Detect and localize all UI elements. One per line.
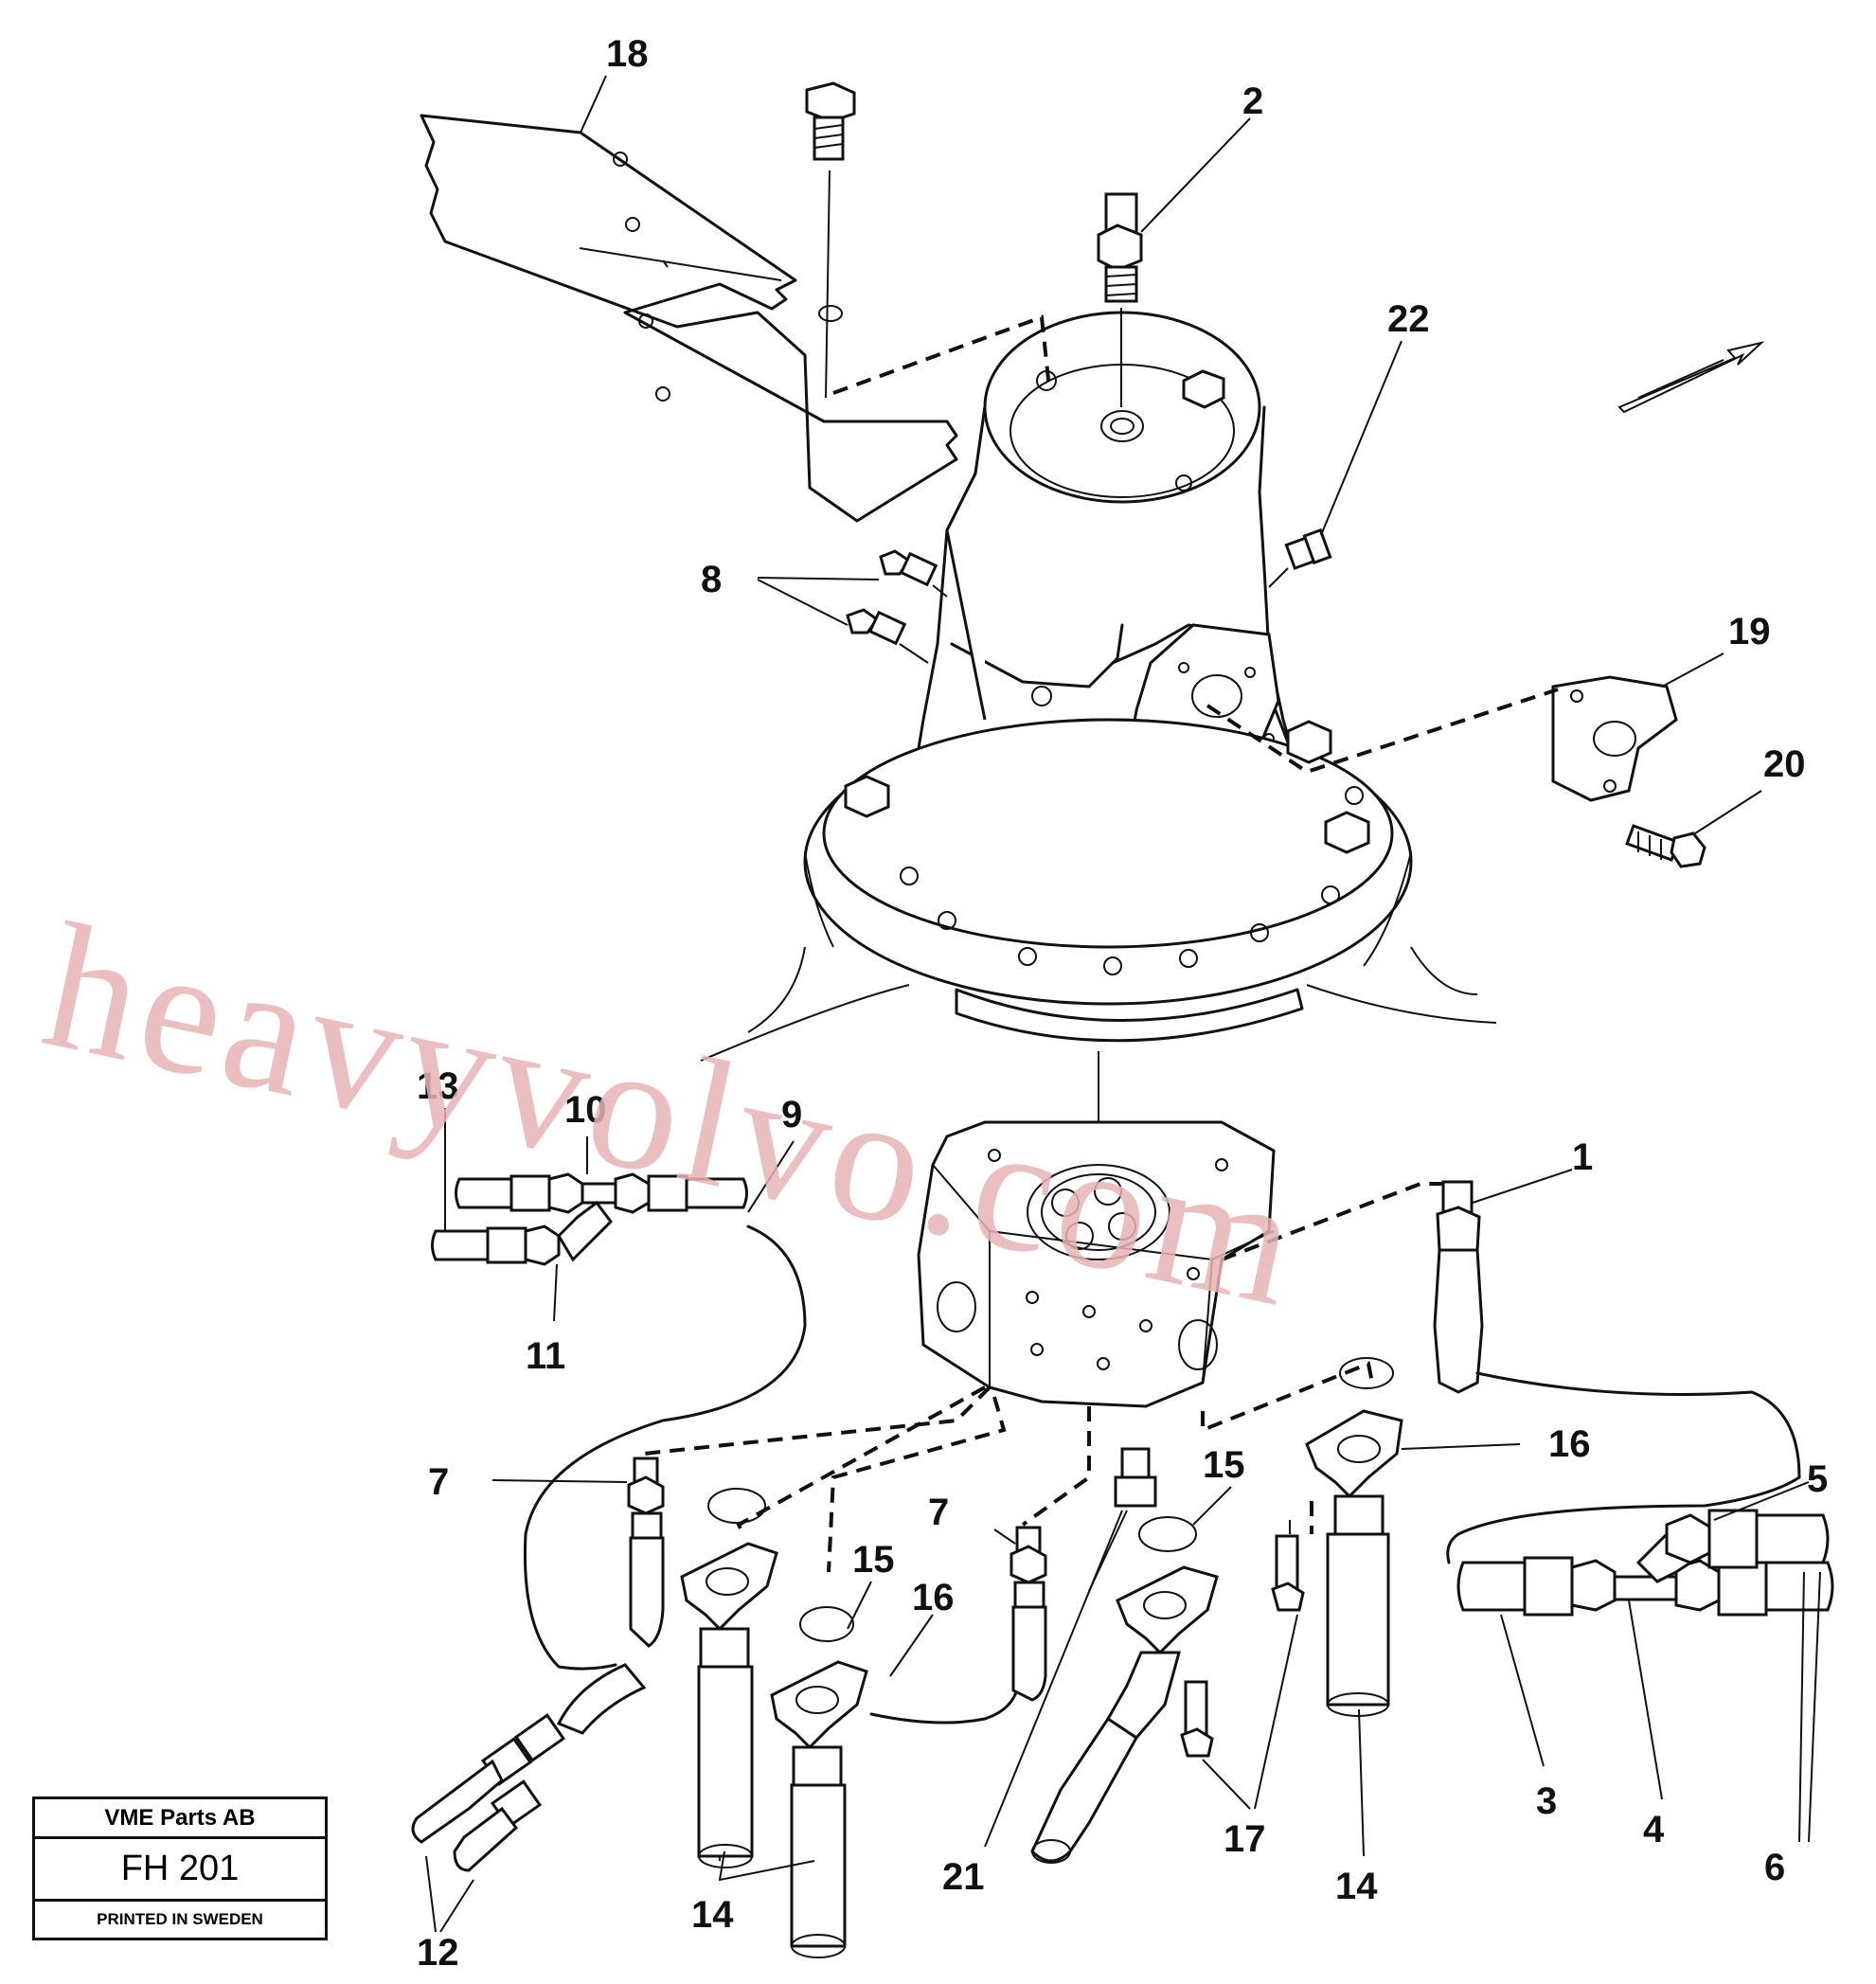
fitting-2 <box>1097 192 1143 407</box>
stamp-printed: PRINTED IN SWEDEN <box>97 1910 263 1928</box>
callout-8: 8 <box>701 559 722 600</box>
hose-7-middle <box>1009 1526 1047 1702</box>
plug-21 <box>1088 1447 1157 1592</box>
callout-10: 10 <box>564 1089 607 1131</box>
bracket-bolt <box>805 81 856 399</box>
callout-16-right: 16 <box>1548 1423 1591 1465</box>
callout-2: 2 <box>1242 80 1263 122</box>
hoses-12 <box>411 1663 647 1872</box>
callout-19: 19 <box>1728 611 1771 652</box>
direction-arrow-icon <box>1617 341 1765 414</box>
callout-3: 3 <box>1536 1780 1557 1822</box>
flange-half-19 <box>1551 675 1678 802</box>
callout-6: 6 <box>1764 1847 1785 1888</box>
title-stamp: VME Parts AB FH 201 PRINTED IN SWEDEN <box>32 1796 328 1940</box>
callout-17: 17 <box>1224 1818 1266 1860</box>
callout-15-left: 15 <box>852 1539 895 1581</box>
callout-9: 9 <box>781 1094 802 1135</box>
stamp-company: VME Parts AB <box>35 1799 325 1839</box>
callout-15-middle: 15 <box>1203 1444 1245 1486</box>
callout-7-left: 7 <box>428 1461 449 1503</box>
stamp-code: FH 201 <box>35 1839 325 1902</box>
callout-13: 13 <box>417 1065 459 1107</box>
callout-22: 22 <box>1387 298 1430 340</box>
hose-7-left <box>627 1457 665 1648</box>
callouts: 18 2 22 8 19 20 13 10 9 1 11 7 7 15 16 5… <box>417 33 1828 1974</box>
callout-18: 18 <box>606 33 649 75</box>
callout-14-right: 14 <box>1335 1866 1378 1907</box>
hose-14-left-a <box>680 1488 778 1868</box>
hose-14-left-b <box>770 1606 1020 1958</box>
callout-1: 1 <box>1572 1136 1593 1178</box>
screw-20 <box>1625 824 1706 868</box>
motor-flange <box>747 406 1478 1043</box>
callout-20: 20 <box>1763 743 1806 785</box>
swivel-joint-block <box>917 1120 1276 1408</box>
callout-5: 5 <box>1807 1458 1828 1500</box>
hose-assembly-left <box>431 1172 807 1671</box>
callout-11: 11 <box>526 1335 565 1377</box>
bracket <box>420 114 958 523</box>
hose-1 <box>1433 1180 1801 1479</box>
callout-7-middle: 7 <box>928 1492 949 1533</box>
callout-12: 12 <box>417 1932 459 1974</box>
fittings-8 <box>846 549 948 664</box>
hose-14-right <box>1305 1357 1403 1717</box>
plug-22 <box>1268 527 1332 588</box>
leader-lines <box>425 75 1821 1933</box>
screws-17 <box>1180 1520 1305 1758</box>
callout-21: 21 <box>942 1856 985 1898</box>
hose-assembly-right <box>1446 1475 1834 1617</box>
callout-16-left: 16 <box>912 1577 955 1618</box>
callout-4: 4 <box>1643 1809 1665 1850</box>
callout-14-left: 14 <box>691 1894 734 1936</box>
hose-angled <box>1030 1516 1219 1864</box>
